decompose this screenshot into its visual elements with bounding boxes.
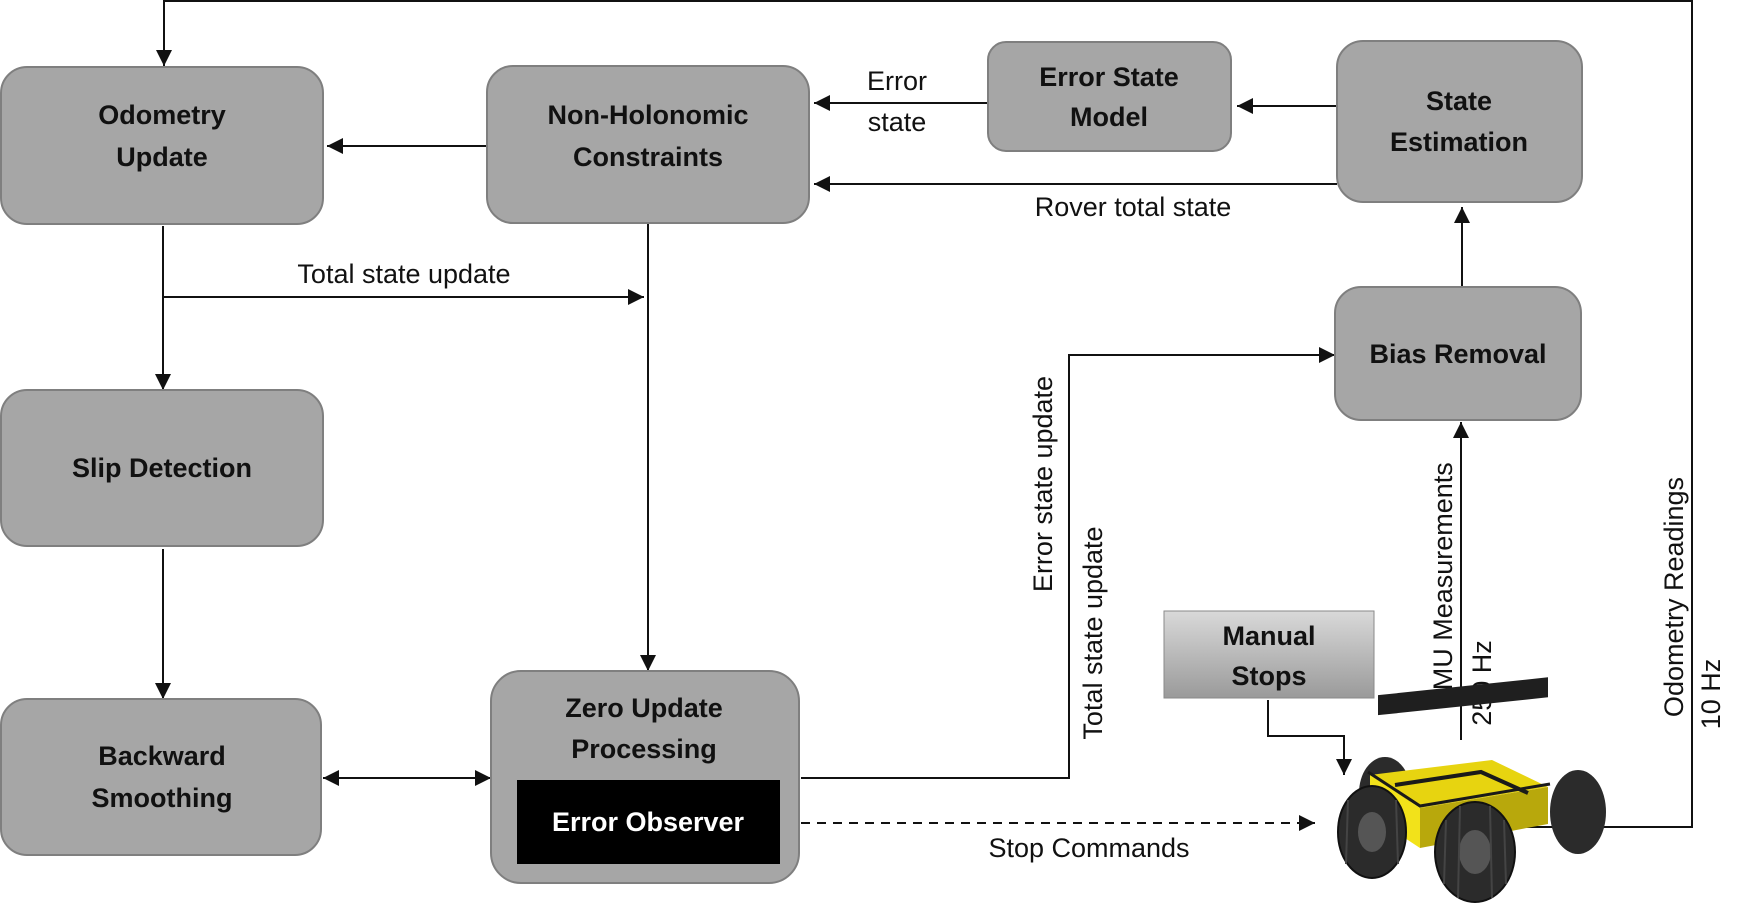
error-state-model-line-1: Error State: [1039, 62, 1179, 92]
slip-detection-label: Slip Detection: [72, 453, 252, 483]
non-holonomic-line-1: Non-Holonomic: [548, 100, 749, 130]
odometry-readings-label: Odometry Readings: [1659, 477, 1689, 717]
error-state-model-box: Error State Model: [987, 41, 1232, 152]
non-holonomic-constraints-box: Non-Holonomic Constraints: [486, 65, 810, 224]
odometry-update-box: Odometry Update: [0, 66, 324, 225]
state-estimation-line-2: Estimation: [1390, 127, 1528, 157]
odometry-rate-label: 10 Hz: [1696, 659, 1726, 730]
odometry-update-line-1: Odometry: [98, 100, 226, 130]
imu-measurements-label: IMU Measurements: [1428, 462, 1458, 698]
error-observer-label: Error Observer: [552, 807, 745, 837]
slip-detection-box: Slip Detection: [0, 389, 324, 547]
total-state-update-vertical-label: Total state update: [1078, 526, 1108, 739]
backward-smoothing-box: Backward Smoothing: [0, 698, 322, 856]
total-state-update-label: Total state update: [297, 259, 510, 289]
backward-smoothing-line-2: Smoothing: [92, 783, 233, 813]
odometry-feedback-arrow: [156, 0, 1693, 828]
error-observer-box: [517, 780, 780, 864]
state-estimation-box: State Estimation: [1336, 40, 1583, 203]
non-holonomic-line-2: Constraints: [573, 142, 723, 172]
bias-removal-label: Bias Removal: [1369, 339, 1546, 369]
zero-update-to-bias-arrow: [801, 347, 1335, 779]
error-state-model-line-2: Model: [1070, 102, 1148, 132]
error-state-update-vertical-label: Error state update: [1028, 376, 1058, 592]
odometry-update-line-2: Update: [116, 142, 208, 172]
error-state-label-line-1: Error: [867, 66, 927, 96]
zero-update-line-1: Zero Update: [565, 693, 723, 723]
imu-rate-label: 250 Hz: [1467, 640, 1497, 726]
stop-commands-label: Stop Commands: [988, 833, 1189, 863]
manual-stops-line-2: Stops: [1231, 661, 1306, 691]
zero-update-line-2: Processing: [571, 734, 717, 764]
rover-total-state-label: Rover total state: [1035, 192, 1232, 222]
manual-stops-line-1: Manual: [1222, 621, 1315, 651]
rover-image: [1337, 677, 1606, 903]
error-state-label-line-2: state: [868, 107, 927, 137]
bias-removal-box: Bias Removal: [1334, 286, 1582, 421]
state-estimation-line-1: State: [1426, 86, 1492, 116]
backward-smoothing-line-1: Backward: [98, 741, 226, 771]
manual-stops-box: Manual Stops: [1163, 610, 1375, 699]
manual-stops-arrow: [1267, 700, 1352, 775]
